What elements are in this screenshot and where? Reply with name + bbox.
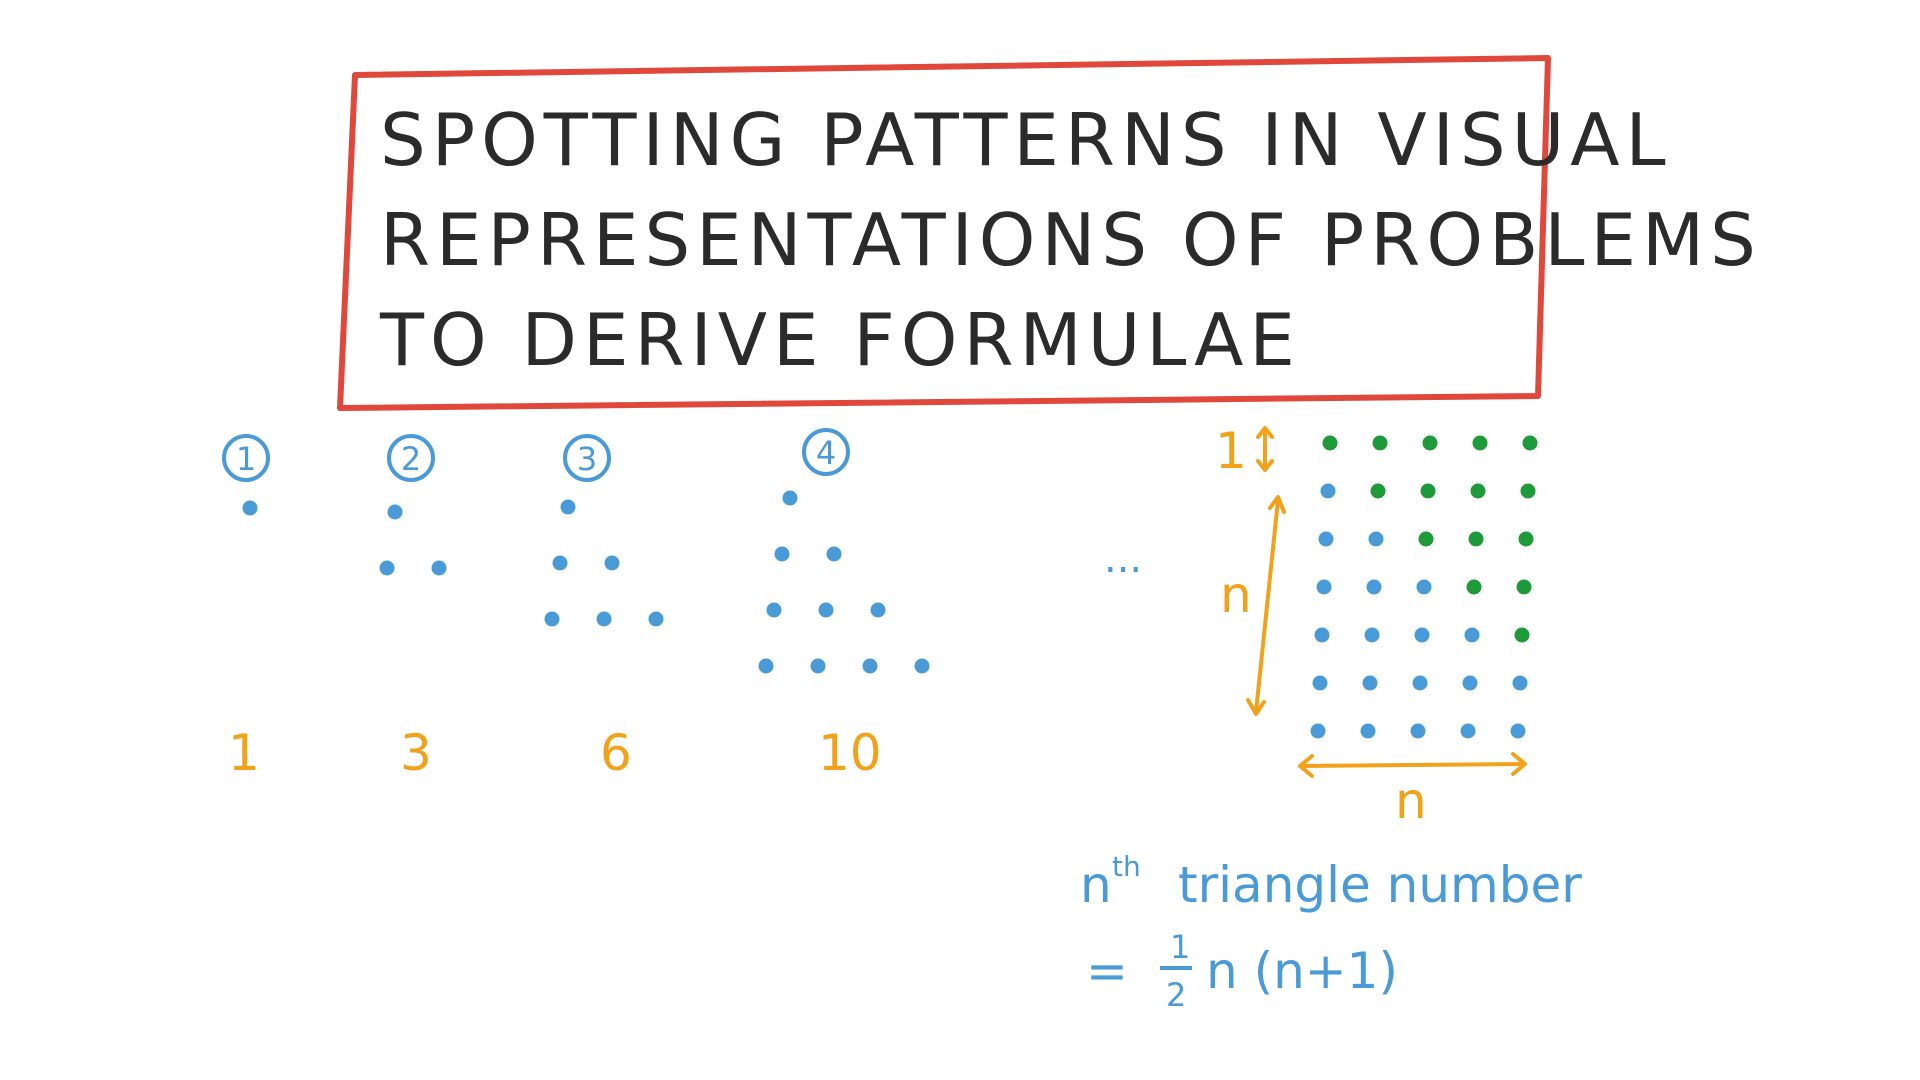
triangle-dot: [431, 560, 447, 576]
formula-triangle-number: triangle number: [1178, 856, 1582, 914]
rectangle-dot-green: [1468, 531, 1484, 547]
rectangle-dot-green: [1522, 435, 1538, 451]
rectangle-dot-green: [1420, 483, 1436, 499]
rectangle-dot-blue: [1312, 675, 1328, 691]
triangle-dot: [862, 658, 878, 674]
rectangle-dot-green: [1370, 483, 1386, 499]
rectangle-dot-blue: [1512, 675, 1528, 691]
formula-equals: =: [1086, 942, 1128, 1000]
rectangle-dot-blue: [1362, 675, 1378, 691]
triangle-dot: [818, 602, 834, 618]
rectangle-dot-green: [1520, 483, 1536, 499]
formula-superscript: th: [1112, 850, 1141, 883]
rectangle-dot-blue: [1368, 531, 1384, 547]
rectangle-dot-blue: [1316, 579, 1332, 595]
title-box: [337, 55, 1551, 411]
fraction-numerator: 1: [1170, 928, 1190, 966]
triangle-dot: [826, 546, 842, 562]
rectangle-dot-blue: [1360, 723, 1376, 739]
rectangle-dot-blue: [1364, 627, 1380, 643]
triangle-total-3: 6: [600, 724, 632, 782]
extra-row-arrow: [1256, 426, 1274, 472]
rectangle-dot-green: [1466, 579, 1482, 595]
height-arrow: [1246, 495, 1286, 716]
rectangle-annotations: [1246, 426, 1527, 778]
triangle-dot: [774, 546, 790, 562]
index-label-3: 3: [577, 440, 597, 478]
triangle-pattern-3: 3 6: [544, 434, 664, 782]
formula-expression: n (n+1): [1206, 942, 1398, 1000]
triangle-total-1: 1: [228, 724, 260, 782]
index-circle-1: [222, 434, 270, 482]
rectangle-dot-blue: [1310, 723, 1326, 739]
height-label: n: [1220, 566, 1252, 624]
fraction-denominator: 2: [1166, 976, 1186, 1014]
triangle-dot: [810, 658, 826, 674]
index-label-2: 2: [401, 440, 421, 478]
index-label-4: 4: [816, 434, 836, 472]
rectangle-dot-green: [1518, 531, 1534, 547]
triangle-dot: [782, 490, 798, 506]
triangle-dot: [914, 658, 930, 674]
rectangle-dot-green: [1470, 483, 1486, 499]
width-label: n: [1395, 772, 1427, 830]
triangle-dot: [387, 504, 403, 520]
triangle-dot: [870, 602, 886, 618]
triangle-dot: [604, 555, 620, 571]
triangle-dot: [552, 555, 568, 571]
rectangle-dot-green: [1418, 531, 1434, 547]
rectangle-dot-blue: [1416, 579, 1432, 595]
triangle-dot: [596, 611, 612, 627]
rectangle-dot-blue: [1314, 627, 1330, 643]
triangle-number-patterns: 1 1 2 3 3 6 4 10: [222, 428, 930, 782]
rectangle-dot-blue: [1510, 723, 1526, 739]
rectangle-dot-green: [1472, 435, 1488, 451]
formula-n: n: [1080, 856, 1112, 914]
triangle-dot: [648, 611, 664, 627]
rectangle-dot-blue: [1460, 723, 1476, 739]
triangle-pattern-1: 1 1: [222, 434, 270, 782]
triangle-total-2: 3: [400, 724, 432, 782]
formula: n th triangle number = 1 2 n (n+1): [1080, 850, 1582, 1014]
extra-row-label: 1: [1215, 422, 1247, 480]
width-arrow: [1298, 752, 1527, 778]
rectangle-dot-array: [1310, 435, 1538, 739]
rectangle-dot-blue: [1464, 627, 1480, 643]
triangle-dot: [560, 499, 576, 515]
triangle-pattern-2: 2 3: [379, 434, 447, 782]
rectangle-dot-green: [1372, 435, 1388, 451]
rectangle-dot-blue: [1462, 675, 1478, 691]
rectangle-dot-blue: [1410, 723, 1426, 739]
triangle-pattern-4: 4 10: [758, 428, 930, 782]
index-label-1: 1: [236, 440, 256, 478]
rectangle-dot-blue: [1318, 531, 1334, 547]
index-circle-4: [802, 428, 850, 476]
triangle-total-4: 10: [818, 724, 882, 782]
triangle-dot: [766, 602, 782, 618]
index-circle-2: [387, 434, 435, 482]
title-line-2: REPRESENTATIONS OF PROBLEMS: [380, 198, 1762, 282]
ellipsis: ...: [1104, 536, 1142, 582]
index-circle-3: [563, 434, 611, 482]
triangle-dot: [544, 611, 560, 627]
rectangle-dot-blue: [1414, 627, 1430, 643]
triangle-dot: [758, 658, 774, 674]
rectangle-dot-green: [1322, 435, 1338, 451]
rectangle-dot-green: [1516, 579, 1532, 595]
rectangle-dot-green: [1514, 627, 1530, 643]
rectangle-dot-blue: [1366, 579, 1382, 595]
rectangle-dot-green: [1422, 435, 1438, 451]
triangle-dot: [379, 560, 395, 576]
rectangle-dot-blue: [1412, 675, 1428, 691]
title-line-3: TO DERIVE FORMULAE: [379, 298, 1301, 382]
rectangle-dot-blue: [1320, 483, 1336, 499]
title-line-1: SPOTTING PATTERNS IN VISUAL: [380, 98, 1672, 182]
triangle-dot: [242, 500, 258, 516]
